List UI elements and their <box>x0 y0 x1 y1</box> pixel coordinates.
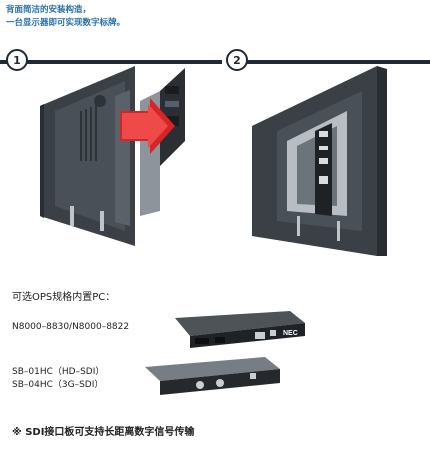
options-title: 可选OPS规格内置PC： <box>12 292 116 303</box>
nec-logo: NEC <box>283 330 298 337</box>
intro-line-2: 一台显示器即可实现数字标牌。 <box>6 18 126 28</box>
step-bar-right <box>237 60 430 64</box>
ops-models-label: N8000–8830/N8000–8822 <box>12 322 130 332</box>
step-2-badge: 2 <box>226 49 248 71</box>
step-bar-left <box>0 60 222 64</box>
ops-pc-module-image: NEC <box>175 311 305 348</box>
step-1-badge: 1 <box>6 49 28 71</box>
sdi-note: ※ SDI接口板可支持长距离数字信号传输 <box>12 427 195 438</box>
intro-line-1: 背面简洁的安装构造， <box>6 5 92 15</box>
sdi-model-2-label: SB–04HC（3G–SDI） <box>12 380 104 390</box>
intro-text: 背面简洁的安装构造， 一台显示器即可实现数字标牌。 <box>6 4 125 30</box>
install-illustration-step-1 <box>40 66 185 246</box>
sdi-board-image <box>145 357 280 395</box>
install-illustration-step-2 <box>252 66 387 256</box>
sdi-model-1-label: SB–01HC（HD–SDI） <box>12 367 105 377</box>
